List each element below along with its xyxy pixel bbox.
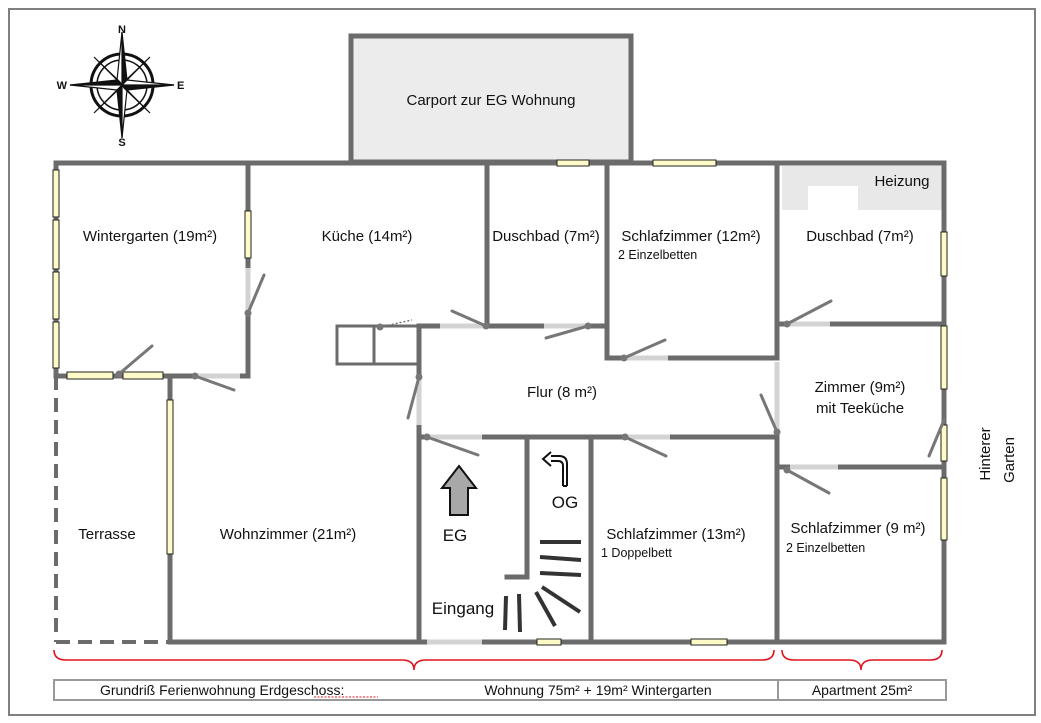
room-zimmer-9: Zimmer (9m²) (815, 379, 906, 396)
carport-label: Carport zur EG Wohnung (407, 92, 576, 109)
compass-s: S (118, 137, 125, 149)
door-openings (195, 268, 838, 645)
room-schlafzimmer-13-bed: 1 Doppelbett (601, 546, 672, 560)
compass-rose-icon (69, 31, 175, 139)
legend-wohnung: Wohnung 75m² + 19m² Wintergarten (484, 682, 711, 698)
compass-n: N (118, 24, 126, 36)
room-schlafzimmer-13: Schlafzimmer (13m²) (606, 526, 745, 543)
stairs-og-label: OG (552, 493, 578, 512)
room-schlafzimmer-9-beds: 2 Einzelbetten (786, 541, 865, 555)
eg-up-arrow-icon (439, 464, 479, 516)
garden-label-line2: Garten (1001, 437, 1018, 483)
room-schlafzimmer-12-beds: 2 Einzelbetten (618, 248, 697, 262)
room-duschbad-2: Duschbad (7m²) (806, 228, 914, 245)
area-braces (53, 649, 943, 671)
og-turn-arrow-icon (541, 451, 568, 487)
legend-apartment-box (777, 679, 947, 701)
staircase (503, 540, 582, 633)
heizung-area (782, 166, 942, 210)
heizung-label: Heizung (874, 173, 929, 190)
room-wintergarten: Wintergarten (19m²) (83, 228, 217, 245)
kitchen-cabinets (335, 324, 420, 366)
compass-w: W (57, 80, 68, 92)
door-leaves (117, 273, 946, 495)
kitchen-door-arc (379, 319, 413, 328)
carport (348, 33, 634, 165)
room-flur: Flur (8 m²) (527, 384, 597, 401)
room-wohnzimmer: Wohnzimmer (21m²) (220, 526, 356, 543)
terrace-outline (54, 376, 170, 644)
garden-label-line1: Hinterer (977, 427, 994, 480)
door-hinges (115, 309, 791, 474)
entrance-label: Eingang (432, 599, 494, 618)
outer-frame (8, 8, 1036, 716)
compass-e: E (177, 80, 184, 92)
stairs-eg-label: EG (443, 526, 468, 545)
windows (52, 159, 948, 646)
room-terrasse: Terrasse (78, 526, 136, 543)
room-zimmer-9-teekueche: mit Teeküche (816, 400, 904, 417)
room-duschbad-1: Duschbad (7m²) (492, 228, 600, 245)
room-schlafzimmer-12: Schlafzimmer (12m²) (621, 228, 760, 245)
room-kueche: Küche (14m²) (322, 228, 413, 245)
room-schlafzimmer-9: Schlafzimmer (9 m²) (790, 520, 925, 537)
legend-title: Grundriß Ferienwohnung Erdgeschoss: (100, 682, 344, 698)
legend-apartment: Apartment 25m² (812, 682, 913, 698)
